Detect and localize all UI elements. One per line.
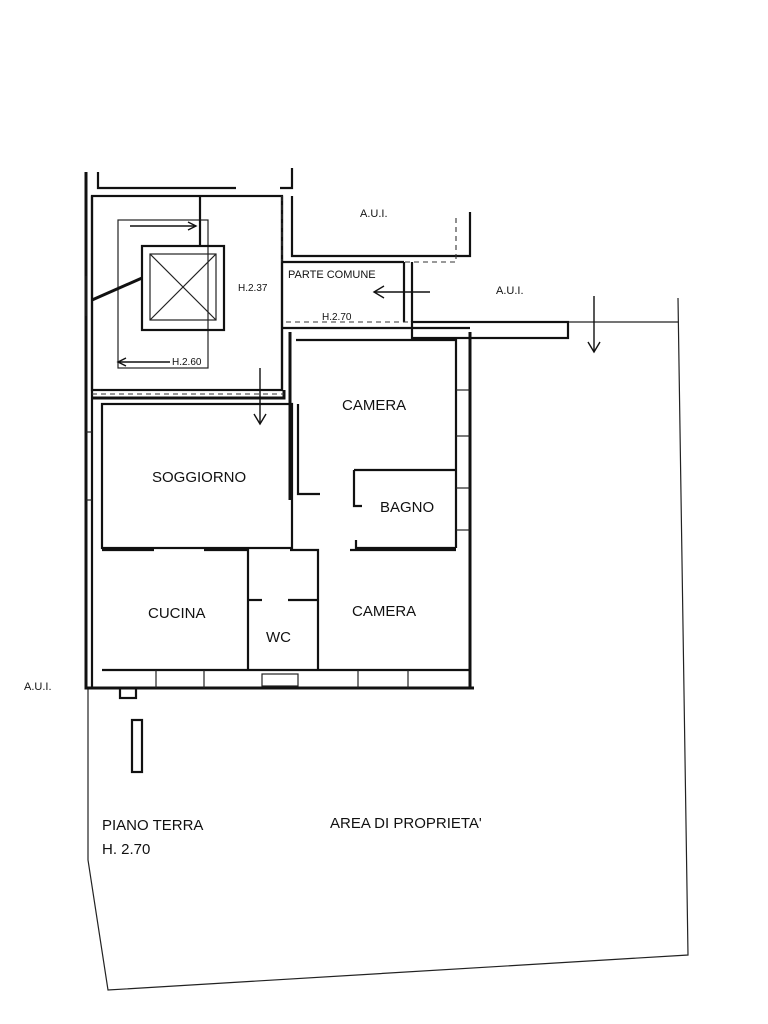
room-soggiorno: SOGGIORNO bbox=[152, 469, 246, 486]
floor-height: H. 2.70 bbox=[102, 841, 150, 858]
aui-top-label: A.U.I. bbox=[360, 208, 388, 220]
arrow-down-icon bbox=[587, 296, 601, 354]
room-cucina: CUCINA bbox=[148, 605, 206, 622]
arrow-icon bbox=[130, 221, 198, 231]
parte-comune-label: PARTE COMUNE bbox=[288, 269, 376, 281]
height-270-label: H.2.70 bbox=[322, 312, 352, 323]
floor-name: PIANO TERRA bbox=[102, 817, 203, 834]
room-bagno: BAGNO bbox=[380, 499, 434, 516]
arrow-left-icon bbox=[372, 285, 430, 299]
height-237-label: H.2.37 bbox=[238, 283, 268, 294]
building-walls bbox=[84, 168, 570, 774]
area-label: AREA DI PROPRIETA' bbox=[330, 815, 482, 832]
aui-left-label: A.U.I. bbox=[24, 681, 52, 693]
entrance-arrows bbox=[116, 221, 601, 426]
room-camera-upper: CAMERA bbox=[342, 397, 406, 414]
arrow-icon bbox=[116, 357, 170, 367]
aui-right-label: A.U.I. bbox=[496, 285, 524, 297]
arrow-down-icon bbox=[253, 368, 267, 426]
room-camera-lower: CAMERA bbox=[352, 603, 416, 620]
room-wc: WC bbox=[266, 629, 291, 646]
height-260-label: H.2.60 bbox=[172, 357, 202, 368]
